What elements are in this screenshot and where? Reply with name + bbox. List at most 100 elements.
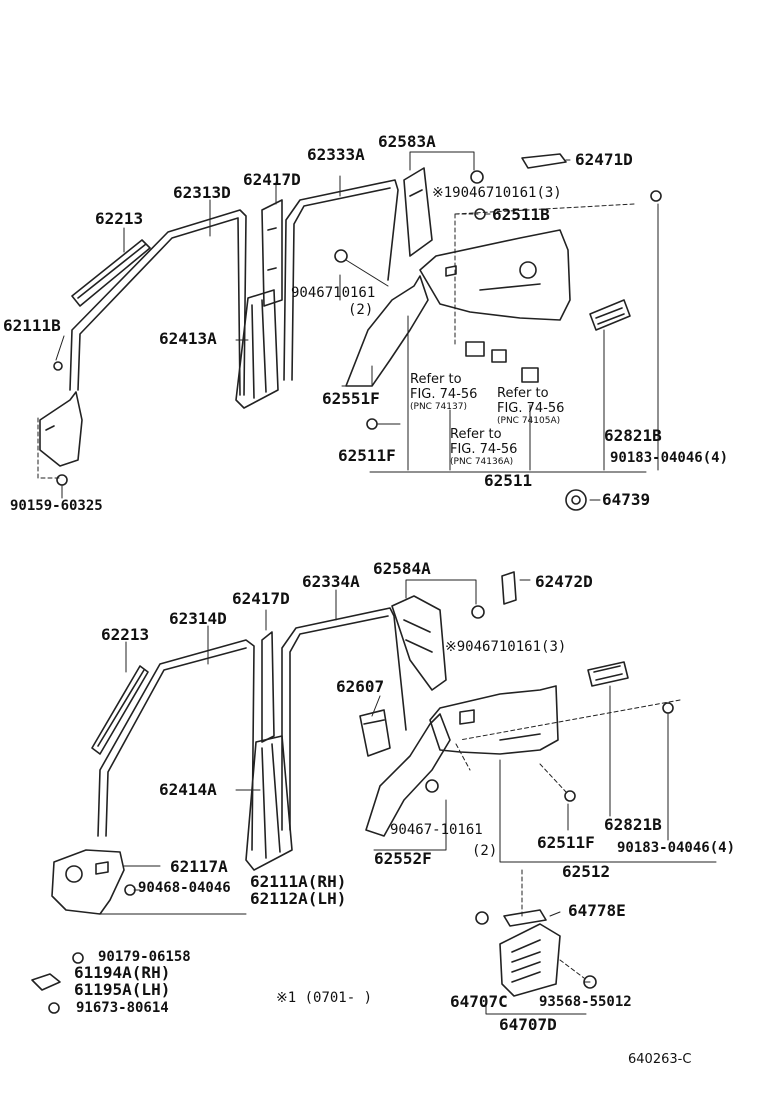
part-switch-74105A <box>521 367 539 383</box>
label-90179-06158: 90179-06158 <box>98 949 191 965</box>
label-62313D: 62313D <box>173 183 231 202</box>
part-62472D <box>501 571 517 605</box>
part-62413A-upper <box>235 289 279 409</box>
fastener-64707C <box>475 911 489 925</box>
label-62111A-rh: 62111A(RH) <box>250 872 347 891</box>
part-62552F <box>365 713 451 837</box>
label-62417D-lower: 62417D <box>232 589 290 608</box>
part-64739-inner <box>571 495 581 505</box>
label-62413A: 62413A <box>159 329 217 348</box>
part-62583A-upper <box>403 167 433 257</box>
part-62417D-upper <box>261 199 283 307</box>
label-64739: 64739 <box>602 490 651 509</box>
leader-dashed-62111B <box>37 417 61 479</box>
leader-dashed-lower <box>455 699 681 979</box>
fastener-62511F-upper <box>366 418 378 430</box>
label-9046710161-qty-upper: (2) <box>348 302 374 318</box>
part-62512 <box>429 685 559 755</box>
fastener-90179-06158 <box>72 952 84 964</box>
label-62821B-lower: 62821B <box>604 815 662 834</box>
ref-line1: Refer to <box>497 386 549 401</box>
part-62117A <box>51 849 125 915</box>
fastener-clip-upper-1 <box>470 170 484 184</box>
fastener-90159-60325 <box>56 474 68 486</box>
part-64778E <box>503 909 547 927</box>
label-62117A: 62117A <box>170 857 228 876</box>
ref-fig-74-56-pnc-74137: Refer to FIG. 74-56 (PNC 74137) <box>410 372 477 412</box>
label-62471D: 62471D <box>575 150 633 169</box>
fastener-62511B <box>474 208 486 220</box>
ref-line1: Refer to <box>450 427 502 442</box>
label-90468-04046: 90468-04046 <box>138 880 231 896</box>
part-64707D <box>499 923 561 997</box>
part-62414A <box>245 735 293 871</box>
upper-assembly <box>37 151 662 511</box>
leader-lines-upper <box>55 151 659 501</box>
part-62334A <box>281 607 407 831</box>
part-62511 <box>419 229 571 321</box>
part-62314D-lower <box>97 639 255 851</box>
part-62584A-lower <box>391 595 447 691</box>
label-9046710161-3-lower: ※9046710161(3) <box>445 639 567 655</box>
fastener-90183-lower <box>662 702 674 714</box>
fastener-90467-lower <box>425 779 439 793</box>
figure-code: 640263-C <box>628 1052 692 1067</box>
label-62472D: 62472D <box>535 572 593 591</box>
ref-fig-74-56-pnc-74136A: Refer to FIG. 74-56 (PNC 74136A) <box>450 427 517 467</box>
label-90183-04046-lower: 90183-04046(4) <box>617 840 736 856</box>
label-62583A: 62583A <box>378 132 436 151</box>
label-90183-04046-upper: 90183-04046(4) <box>610 450 729 466</box>
label-62584A: 62584A <box>373 559 431 578</box>
label-62552F: 62552F <box>374 849 432 868</box>
label-91673-80614: 91673-80614 <box>76 1000 169 1016</box>
label-62333A-upper: 62333A <box>307 145 365 164</box>
label-62551F: 62551F <box>322 389 380 408</box>
ref-line1: Refer to <box>410 372 462 387</box>
label-62511: 62511 <box>484 471 533 490</box>
fastener-9046710161-upper <box>334 249 348 263</box>
label-62821B-upper: 62821B <box>604 426 662 445</box>
part-64739 <box>565 489 587 511</box>
fastener-90183-upper <box>650 190 662 202</box>
leader-lines-lower <box>99 579 717 1015</box>
ref-pnc: (PNC 74136A) <box>450 457 514 467</box>
part-62821B-lower <box>587 661 629 687</box>
label-62511F-lower: 62511F <box>537 833 595 852</box>
label-61195A-lh: 61195A(LH) <box>74 980 171 999</box>
label-90467-10161: 90467-10161 <box>390 822 483 838</box>
part-62471D <box>521 153 567 169</box>
label-62511F-upper: 62511F <box>338 446 396 465</box>
part-switch-74137 <box>465 341 485 357</box>
label-90467-qty: (2) <box>472 843 498 859</box>
label-64778E: 64778E <box>568 901 626 920</box>
label-62314D: 62314D <box>169 609 227 628</box>
label-62213-upper: 62213 <box>95 209 144 228</box>
ref-pnc: (PNC 74105A) <box>497 416 561 426</box>
fastener-91673-80614 <box>48 1002 60 1014</box>
label-9046710161-upper: 9046710161 <box>291 285 376 301</box>
part-62551F <box>345 275 429 387</box>
part-switch-74136A <box>491 349 507 363</box>
label-62112A-lh: 62112A(LH) <box>250 889 347 908</box>
ref-pnc: (PNC 74137) <box>410 402 467 412</box>
part-62333A-upper <box>283 179 399 381</box>
label-9046710161-3-upper: ※19046710161(3) <box>432 185 562 201</box>
label-62607: 62607 <box>336 677 385 696</box>
part-62111B <box>39 391 83 467</box>
fastener-62511F-lower <box>564 790 576 802</box>
part-62313D-upper <box>69 209 247 396</box>
part-62213-lower <box>91 665 149 755</box>
part-62607 <box>359 709 391 757</box>
ref-fig-74-56-pnc-74105A: Refer to FIG. 74-56 (PNC 74105A) <box>497 386 564 426</box>
label-62213-lower: 62213 <box>101 625 150 644</box>
part-61194A <box>31 973 61 991</box>
label-93568-55012: 93568-55012 <box>539 994 632 1010</box>
label-64707D: 64707D <box>499 1015 557 1034</box>
ref-line2: FIG. 74-56 <box>497 401 565 416</box>
part-62213-upper <box>71 239 151 307</box>
part-62821B-upper <box>589 299 631 331</box>
leader-dashed-upper <box>454 203 635 346</box>
label-62511B: 62511B <box>492 205 550 224</box>
